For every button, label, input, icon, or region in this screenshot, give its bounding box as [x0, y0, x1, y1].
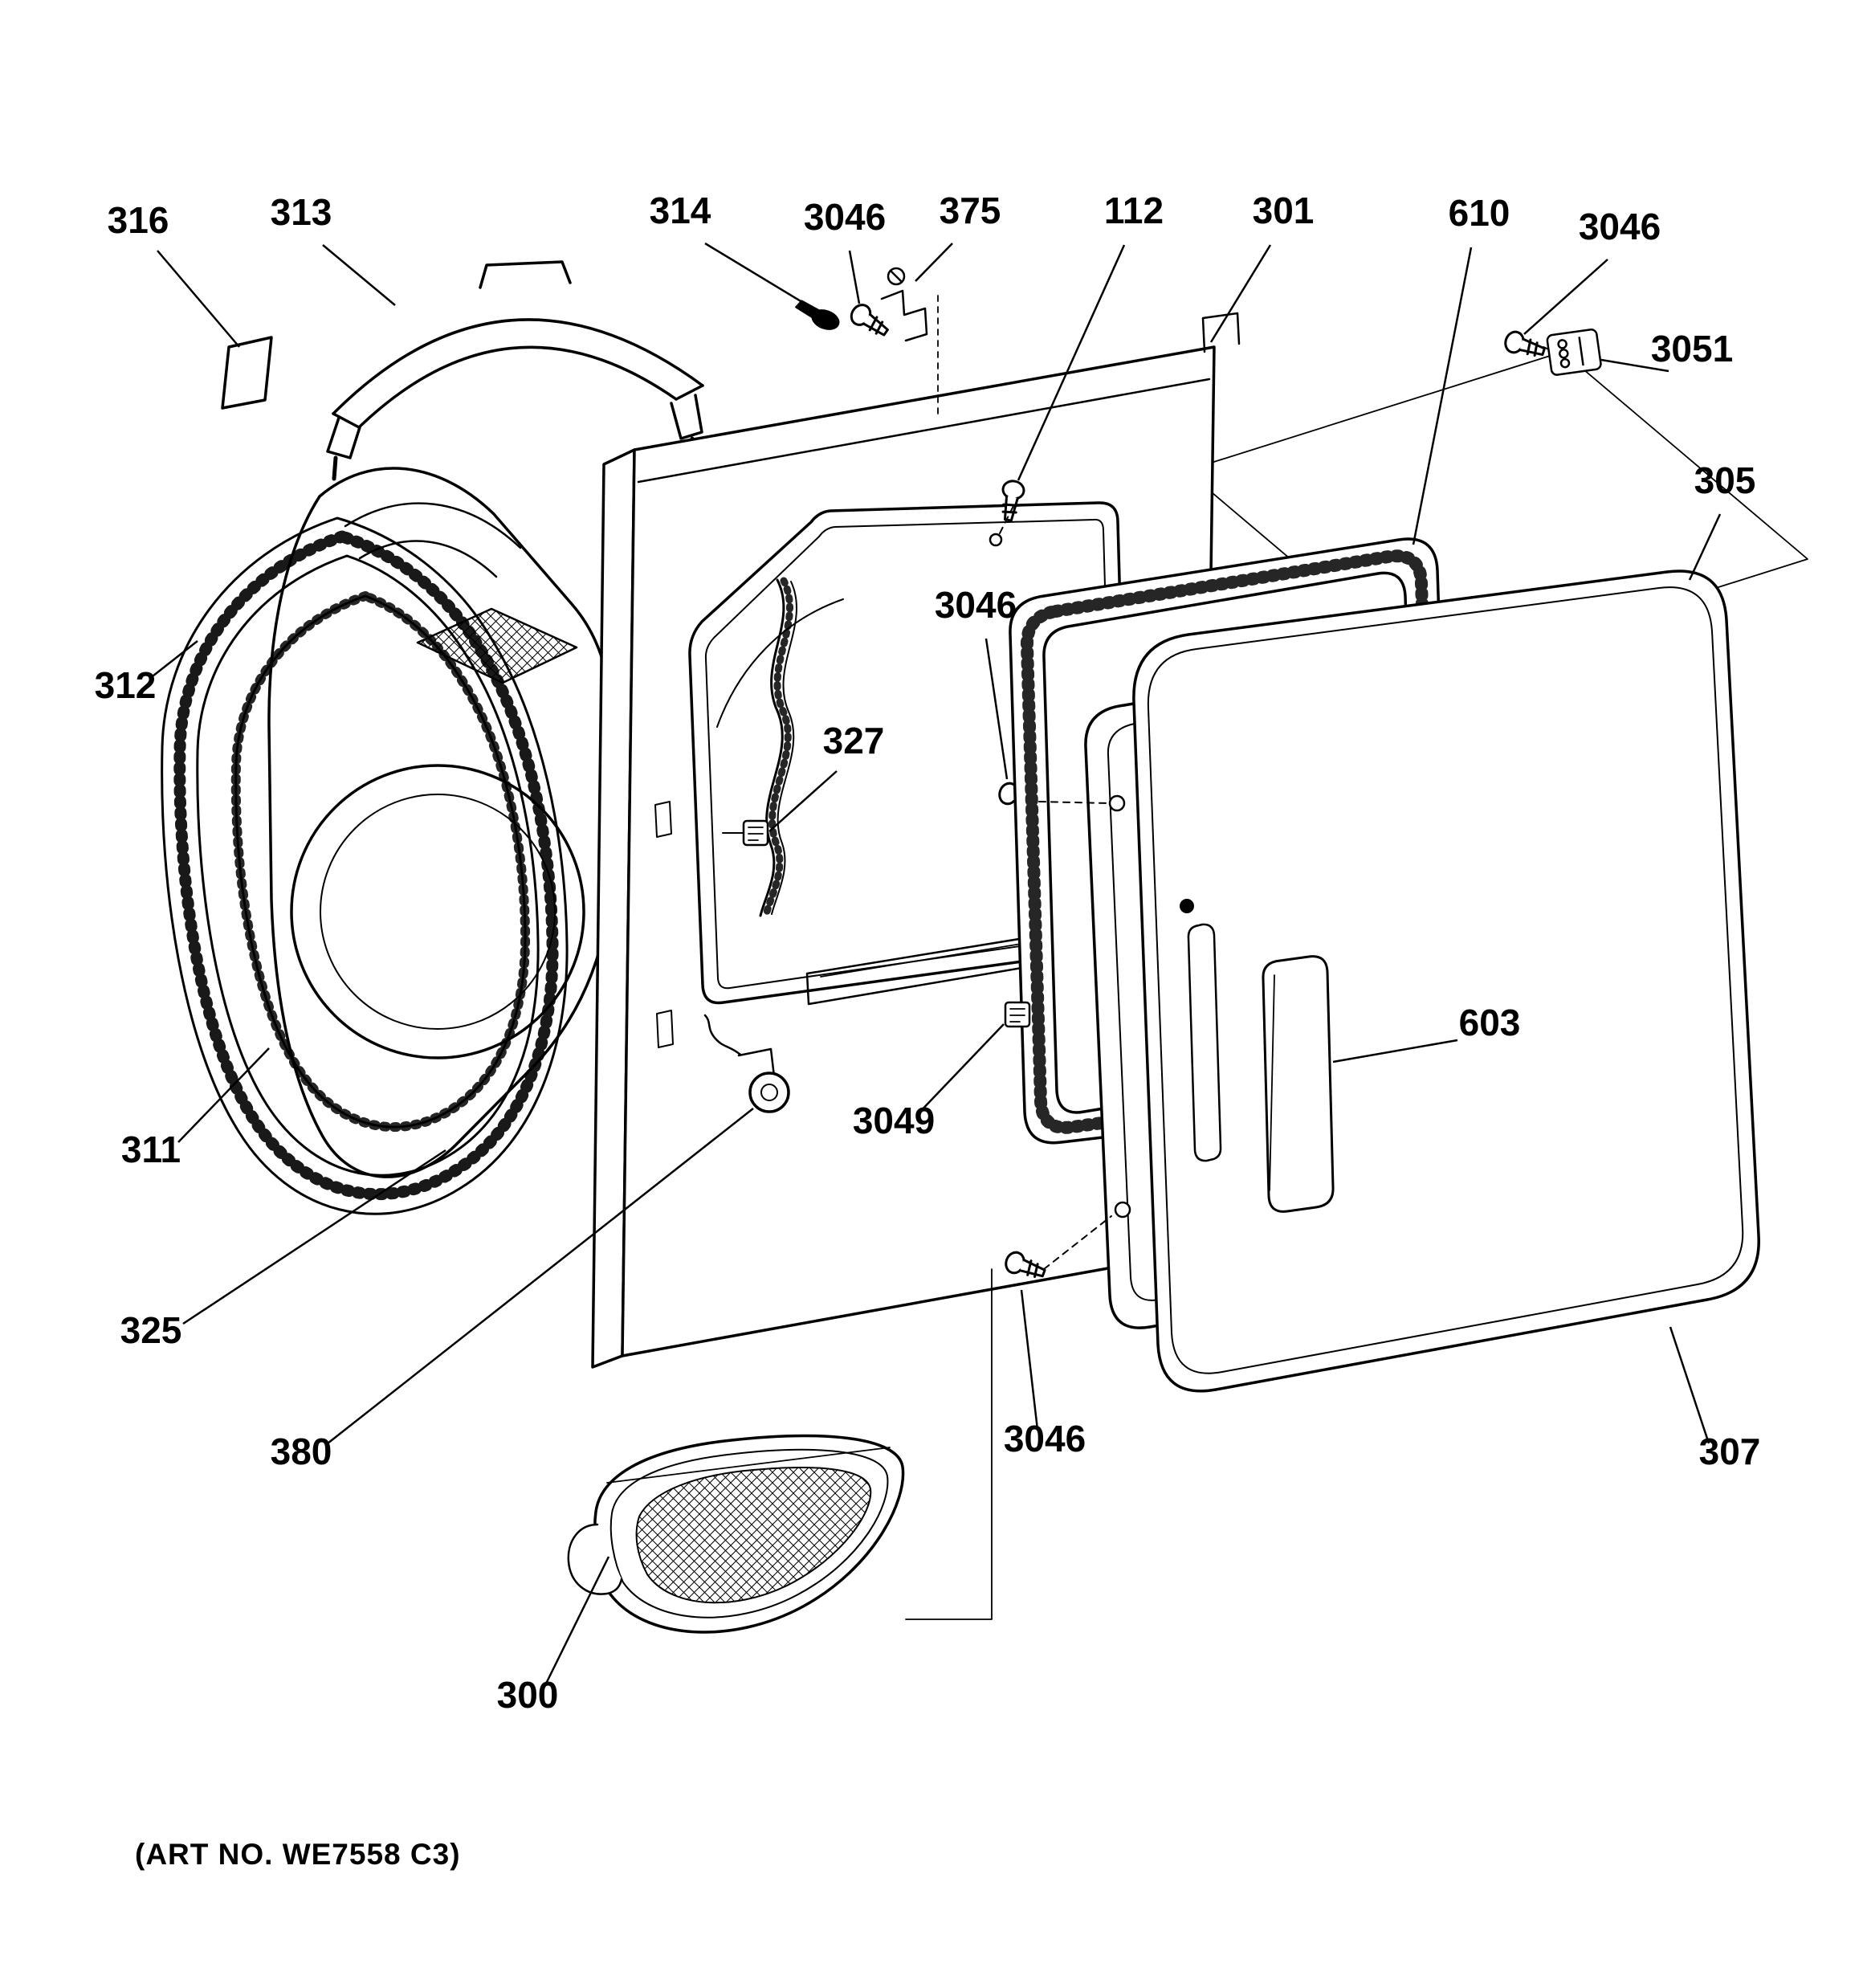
part-label-112: 112: [1104, 190, 1164, 231]
part-label-375: 375: [940, 190, 1001, 231]
leader-line-3051: [1600, 358, 1669, 373]
part-label-3046: 3046: [935, 584, 1017, 626]
door-strike: [1546, 329, 1602, 376]
part-label-327: 327: [823, 720, 885, 761]
part-label-3046: 3046: [1579, 206, 1661, 247]
part-label-610: 610: [1449, 192, 1510, 234]
leader-line-112: [1017, 244, 1126, 481]
leader-line-313: [322, 244, 396, 306]
label-tag: [221, 336, 273, 410]
part-label-311: 311: [121, 1129, 181, 1170]
top-duct-bracket: [326, 260, 704, 481]
part-label-300: 300: [497, 1674, 559, 1716]
part-label-316: 316: [108, 199, 169, 241]
art-number: (ART NO. WE7558 C3): [135, 1838, 461, 1871]
part-label-312: 312: [95, 664, 157, 706]
part-labels: 316 313 314 3046 375 112 301 610 3046 3051 305 312 3…: [95, 190, 1761, 1716]
leader-line-603: [1332, 1039, 1458, 1063]
leader-line-307: [1669, 1326, 1710, 1444]
part-label-3046: 3046: [1004, 1418, 1086, 1459]
leader-line-300: [543, 1556, 610, 1688]
part-label-314: 314: [650, 190, 711, 231]
clip-3049: [1004, 1001, 1031, 1028]
clip-327: [722, 819, 769, 847]
part-label-325: 325: [120, 1309, 182, 1351]
leader-line-3046: [984, 638, 1009, 780]
leader-line-316: [157, 250, 240, 348]
leader-line-375: [915, 243, 953, 282]
push-to-start-switch: [703, 1014, 790, 1113]
felt-seal-outer: [161, 516, 569, 1215]
felt-seal-inner: [230, 591, 531, 1132]
leader-line-312: [149, 640, 198, 680]
door-handle-recess: [1262, 955, 1335, 1213]
leader-line-301: [1209, 244, 1272, 343]
outer-door-panel: [1132, 569, 1760, 1393]
leader-line-325: [182, 1149, 446, 1325]
part-label-307: 307: [1699, 1431, 1761, 1472]
part-label-3051: 3051: [1651, 328, 1733, 369]
part-label-3046: 3046: [804, 196, 886, 238]
leader-line-305: [1688, 513, 1722, 581]
part-label-313: 313: [271, 191, 332, 233]
lint-filter-cover: [567, 1434, 905, 1634]
leader-line-3046: [1020, 1289, 1039, 1431]
leader-line-327: [768, 770, 838, 832]
part-label-301: 301: [1253, 190, 1315, 231]
grommet-314: [795, 300, 840, 330]
part-label-305: 305: [1694, 459, 1756, 501]
leader-lines: [149, 242, 1722, 1688]
leader-line-3046: [1523, 259, 1608, 335]
part-label-3049: 3049: [853, 1100, 935, 1141]
leader-line-311: [177, 1047, 270, 1143]
leader-line-3049: [916, 1023, 1005, 1116]
leader-line-314: [704, 242, 821, 315]
assembly-reference-line: [905, 1268, 993, 1620]
leader-line-3046: [848, 250, 861, 304]
part-label-603: 603: [1459, 1002, 1521, 1043]
leader-line-610: [1412, 247, 1473, 545]
bracket-375: [880, 267, 939, 418]
leader-line-380: [327, 1108, 754, 1444]
hinge-screw-holes: [1038, 794, 1131, 1270]
part-label-380: 380: [271, 1431, 332, 1472]
